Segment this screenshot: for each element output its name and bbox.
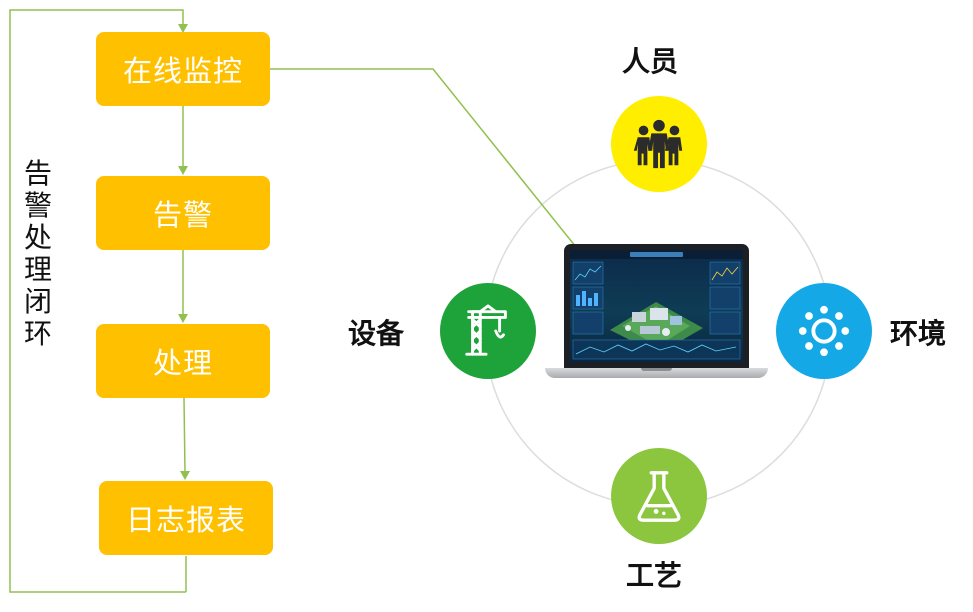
label-process: 工艺 xyxy=(626,559,683,592)
step-label: 处理 xyxy=(152,346,213,380)
crane-icon xyxy=(465,304,507,356)
node-process[interactable] xyxy=(611,448,707,544)
node-people[interactable] xyxy=(611,96,707,192)
flow-arrow-1-head xyxy=(178,166,188,175)
step-online-monitoring[interactable]: 在线监控 xyxy=(96,32,270,106)
flow-arrow-3-head xyxy=(180,471,190,480)
flow-arrow-3 xyxy=(183,397,186,474)
node-equipment[interactable] xyxy=(440,283,536,379)
step-label: 在线监控 xyxy=(122,54,243,88)
step-log-report[interactable]: 日志报表 xyxy=(99,481,273,555)
step-handling[interactable]: 处理 xyxy=(96,324,270,398)
loop-arrow-head xyxy=(178,24,188,33)
laptop-dashboard-icon xyxy=(545,244,768,380)
label-equipment: 设备 xyxy=(348,317,405,350)
dashboard-illustration xyxy=(570,250,743,360)
step-label: 告警 xyxy=(152,198,213,232)
laptop-base xyxy=(545,368,768,378)
sun-icon xyxy=(798,305,850,357)
laptop-screen-frame xyxy=(564,244,749,368)
loop-connector xyxy=(9,9,186,593)
laptop-notch xyxy=(641,368,672,371)
step-label: 日志报表 xyxy=(125,503,246,537)
node-environment[interactable] xyxy=(776,283,872,379)
step-alarm[interactable]: 告警 xyxy=(96,176,270,250)
monitoring-leader-line xyxy=(270,68,585,258)
laptop-screen xyxy=(570,250,743,362)
flow-arrow-2-head xyxy=(178,314,188,323)
loop-label: 告警处理闭环 xyxy=(23,157,52,350)
flask-icon xyxy=(637,471,681,522)
people-icon xyxy=(633,119,683,169)
label-environment: 环境 xyxy=(890,317,947,350)
label-people: 人员 xyxy=(622,45,679,78)
